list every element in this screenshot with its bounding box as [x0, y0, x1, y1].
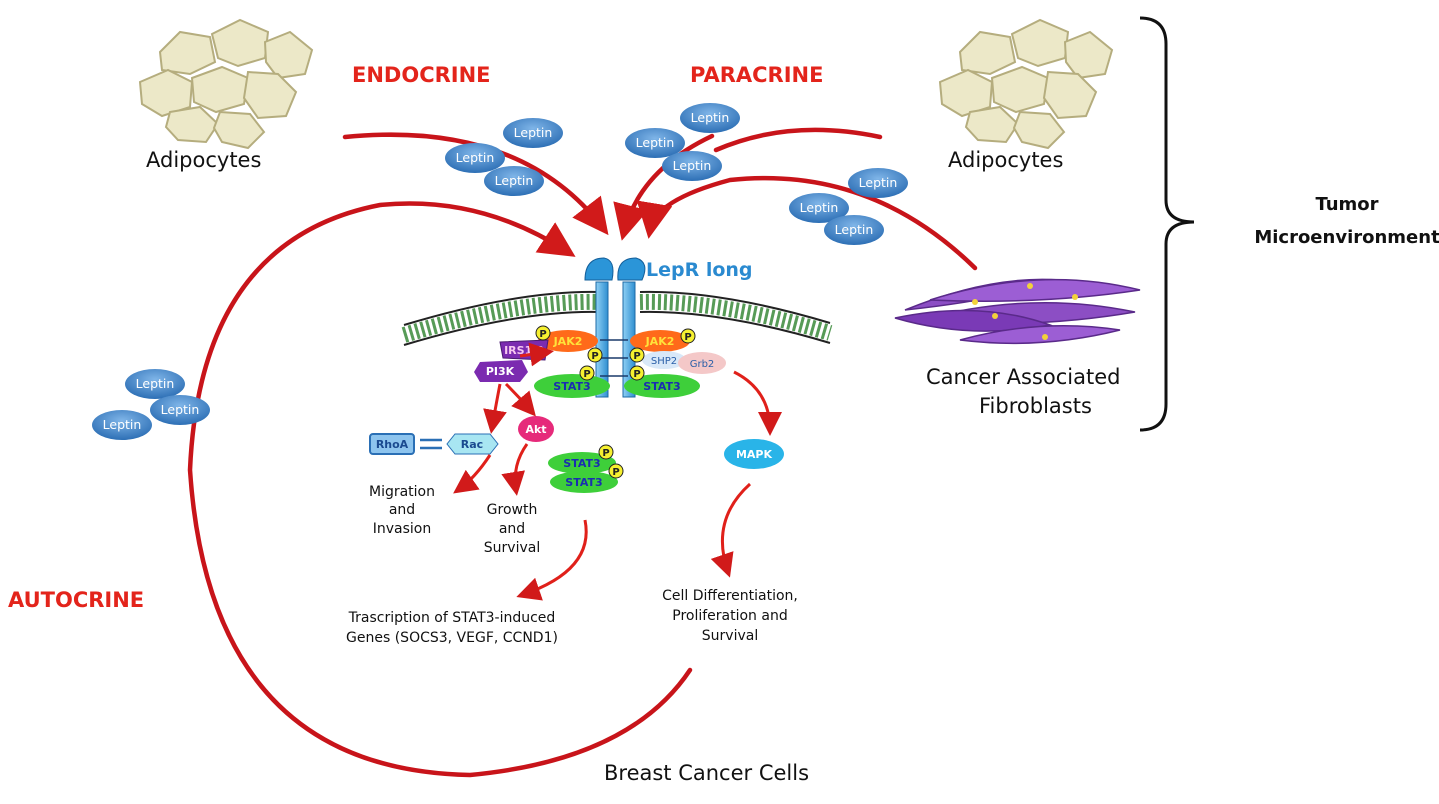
- adipocytes-right-label: Adipocytes: [948, 148, 1063, 172]
- leptin-3: Leptin: [484, 166, 544, 196]
- svg-text:STAT3: STAT3: [565, 476, 602, 489]
- leptin-8: Leptin: [789, 193, 849, 223]
- paracrine-arrow-1: [613, 133, 715, 241]
- leptin-5: Leptin: [625, 128, 685, 158]
- shp2: SHP2: [642, 351, 686, 369]
- svg-text:Grb2: Grb2: [690, 359, 715, 370]
- svg-text:Leptin: Leptin: [103, 417, 142, 432]
- svg-text:Leptin: Leptin: [161, 402, 200, 417]
- svg-text:Survival: Survival: [702, 628, 758, 644]
- svg-text:RhoA: RhoA: [376, 438, 409, 451]
- svg-text:P: P: [612, 467, 619, 478]
- svg-text:Leptin: Leptin: [495, 173, 534, 188]
- caf-arrow: [636, 175, 978, 271]
- svg-text:Leptin: Leptin: [800, 200, 839, 215]
- caf-label-line1: Cancer Associated: [926, 365, 1120, 389]
- mapk: MAPK: [724, 439, 784, 469]
- leptin-9: Leptin: [824, 215, 884, 245]
- pathway-arrows: [453, 342, 782, 601]
- grb2: Grb2: [678, 352, 726, 374]
- leptin-7: Leptin: [848, 168, 908, 198]
- leptin-11: Leptin: [150, 395, 210, 425]
- svg-text:Migration: Migration: [369, 484, 435, 500]
- akt: Akt: [518, 416, 554, 442]
- phospho-sites: P P P P P P P P: [535, 325, 696, 479]
- pi3k-box: PI3K: [474, 360, 528, 382]
- leptin-1: Leptin: [503, 118, 563, 148]
- svg-text:STAT3: STAT3: [643, 380, 680, 393]
- svg-text:P: P: [602, 448, 609, 459]
- stat3-left: STAT3: [534, 374, 610, 398]
- paracrine-label: PARACRINE: [690, 63, 823, 87]
- svg-text:P: P: [539, 329, 546, 340]
- rac: Rac: [446, 433, 499, 455]
- svg-text:Growth: Growth: [487, 502, 538, 518]
- svg-text:SHP2: SHP2: [651, 356, 677, 367]
- svg-text:Genes (SOCS3, VEGF, CCND1): Genes (SOCS3, VEGF, CCND1): [346, 630, 558, 646]
- svg-text:Cell Differentiation,: Cell Differentiation,: [662, 588, 798, 604]
- svg-text:Leptin: Leptin: [136, 376, 175, 391]
- leptin-12: Leptin: [92, 410, 152, 440]
- svg-text:STAT3: STAT3: [563, 457, 600, 470]
- stat3-dimer-top: STAT3: [548, 452, 616, 474]
- rhoa: RhoA: [369, 433, 415, 455]
- svg-text:Leptin: Leptin: [691, 110, 730, 125]
- svg-text:and: and: [389, 502, 415, 518]
- breast-cancer-label: Breast Cancer Cells: [604, 761, 809, 785]
- svg-text:P: P: [591, 351, 598, 362]
- svg-text:JAK2: JAK2: [645, 335, 675, 348]
- differentiation-text: Cell Differentiation, Proliferation and …: [662, 588, 798, 644]
- growth-text: Growth and Survival: [484, 502, 540, 556]
- svg-text:Survival: Survival: [484, 540, 540, 556]
- svg-text:Trascription of STAT3-induced: Trascription of STAT3-induced: [348, 610, 556, 626]
- autocrine-label: AUTOCRINE: [8, 588, 144, 612]
- svg-text:JAK2: JAK2: [553, 335, 583, 348]
- leptin-molecules: Leptin Leptin Leptin Leptin Leptin Lepti…: [92, 103, 908, 440]
- svg-text:Leptin: Leptin: [859, 175, 898, 190]
- irs-box: IRS1/2: [499, 339, 549, 361]
- lepr-label: LepR long: [646, 259, 753, 281]
- tumor-microenvironment-bracket: [1139, 16, 1195, 432]
- jak2-right: JAK2: [630, 330, 690, 352]
- adipocyte-cluster-right: [938, 18, 1114, 150]
- adipocytes-left-label: Adipocytes: [146, 148, 261, 172]
- svg-text:MAPK: MAPK: [736, 448, 773, 461]
- migration-text: Migration and Invasion: [369, 484, 435, 537]
- cancer-associated-fibroblasts: [894, 278, 1141, 345]
- svg-text:Proliferation and: Proliferation and: [672, 608, 787, 624]
- svg-text:P: P: [583, 369, 590, 380]
- signaling-complex: JAK2 JAK2 IRS1/2 PI3K SHP2 Grb2 STAT3 ST…: [369, 325, 784, 493]
- tumor-label-line2: Microenvironment: [1254, 227, 1439, 248]
- svg-text:Leptin: Leptin: [514, 125, 553, 140]
- svg-text:Invasion: Invasion: [373, 521, 432, 537]
- svg-text:Rac: Rac: [461, 438, 483, 451]
- stat3-dimer-bottom: STAT3: [550, 471, 618, 493]
- endocrine-label: ENDOCRINE: [352, 63, 491, 87]
- svg-text:Leptin: Leptin: [636, 135, 675, 150]
- leptin-2: Leptin: [445, 143, 505, 173]
- leptin-6: Leptin: [662, 151, 722, 181]
- tumor-label-line1: Tumor: [1315, 194, 1378, 215]
- svg-text:Leptin: Leptin: [835, 222, 874, 237]
- svg-text:P: P: [633, 369, 640, 380]
- adipocyte-cluster-left: [138, 18, 314, 150]
- caf-label-line2: Fibroblasts: [979, 394, 1092, 418]
- leptin-4: Leptin: [680, 103, 740, 133]
- leptin-10: Leptin: [125, 369, 185, 399]
- svg-text:Akt: Akt: [525, 423, 546, 436]
- svg-text:Leptin: Leptin: [673, 158, 712, 173]
- svg-text:Leptin: Leptin: [456, 150, 495, 165]
- svg-text:STAT3: STAT3: [553, 380, 590, 393]
- autocrine-loop: [187, 201, 693, 778]
- stat3-right: STAT3: [624, 374, 700, 398]
- svg-text:P: P: [684, 332, 691, 343]
- cell-membrane: [401, 290, 833, 346]
- transcription-text: Trascription of STAT3-induced Genes (SOC…: [346, 610, 558, 646]
- svg-text:P: P: [633, 351, 640, 362]
- svg-text:PI3K: PI3K: [486, 365, 515, 378]
- paracrine-arrow-2: [713, 127, 883, 153]
- svg-text:and: and: [499, 521, 525, 537]
